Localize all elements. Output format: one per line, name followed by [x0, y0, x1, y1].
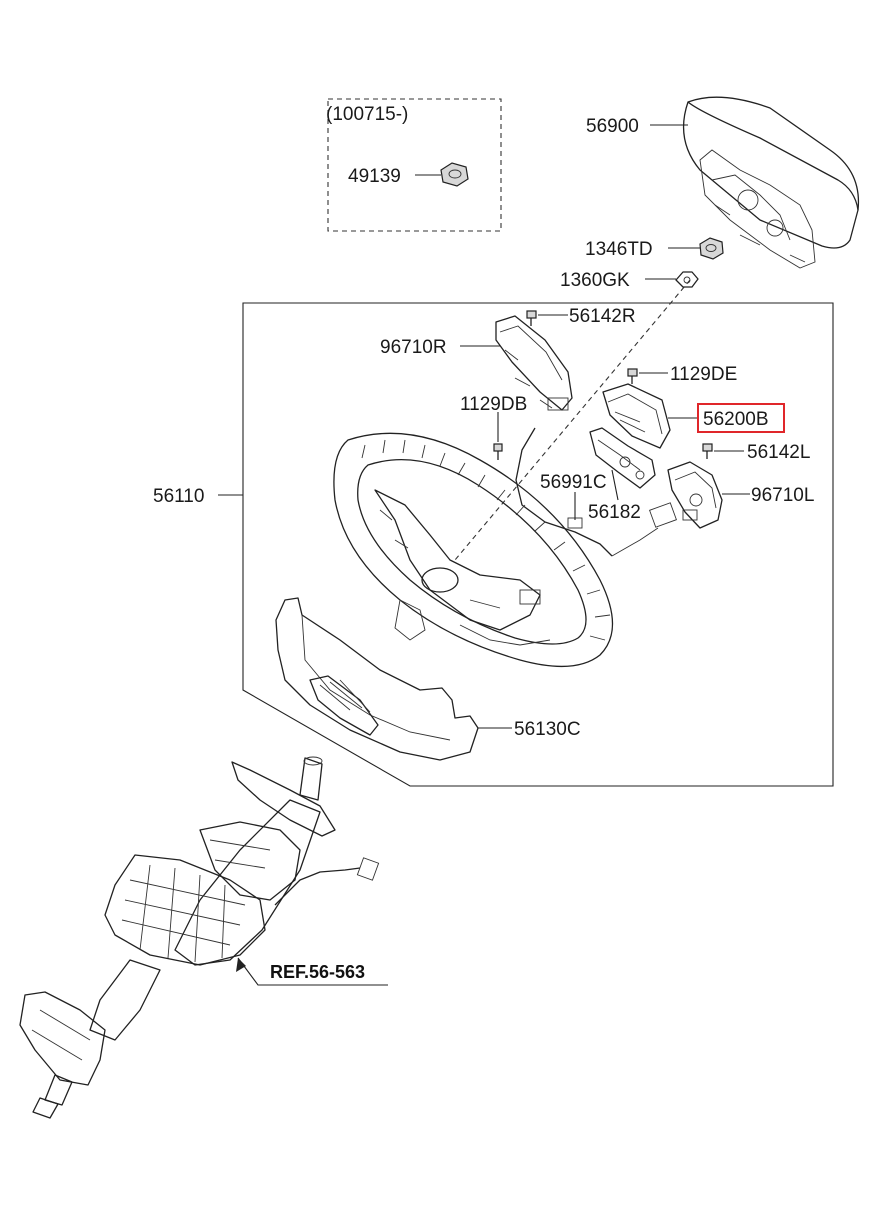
screw-56142R[interactable]: [526, 310, 537, 326]
bracket-56182[interactable]: [589, 427, 656, 489]
label-1346TD[interactable]: 1346TD: [585, 239, 653, 260]
label-96710L[interactable]: 96710L: [751, 485, 814, 506]
harness-56991C[interactable]: [515, 427, 677, 557]
screw-1129DE[interactable]: [627, 368, 638, 384]
airbag-module-56900[interactable]: [682, 96, 860, 269]
label-56900[interactable]: 56900: [586, 116, 639, 137]
label-56142L[interactable]: 56142L: [747, 442, 810, 463]
nut-1346TD[interactable]: [699, 237, 724, 260]
steering-wheel-56110[interactable]: [333, 432, 614, 668]
variant-box-label: (100715-): [326, 104, 408, 125]
screw-1129DB[interactable]: [493, 443, 503, 460]
label-56182[interactable]: 56182: [588, 502, 641, 523]
clock-spring-56200B[interactable]: [602, 383, 671, 449]
screw-56142L[interactable]: [702, 443, 713, 459]
switch-96710L[interactable]: [667, 461, 723, 529]
label-49139[interactable]: 49139: [348, 166, 401, 187]
label-56110[interactable]: 56110: [153, 486, 204, 507]
variant-box: (100715-): [326, 98, 502, 232]
label-1129DE[interactable]: 1129DE: [670, 364, 737, 385]
lower-cover-56130C[interactable]: [275, 597, 479, 761]
highlight-box: [697, 403, 785, 433]
label-96710R[interactable]: 96710R: [380, 337, 447, 358]
label-56991C[interactable]: 56991C: [540, 472, 607, 493]
steering-column[interactable]: [19, 756, 380, 1119]
assembly-frame: [242, 302, 834, 787]
label-1129DB[interactable]: 1129DB: [460, 394, 527, 415]
assembly-axis: [454, 279, 691, 561]
washer-1360GK[interactable]: [675, 271, 699, 288]
switch-96710R[interactable]: [495, 315, 573, 411]
nut-49139[interactable]: [440, 162, 469, 187]
label-ref-56-563[interactable]: REF.56-563: [270, 962, 365, 982]
label-56200B[interactable]: 56200B: [703, 409, 769, 430]
label-56142R[interactable]: 56142R: [569, 306, 636, 327]
label-1360GK[interactable]: 1360GK: [560, 270, 630, 291]
label-56130C[interactable]: 56130C: [514, 719, 581, 740]
